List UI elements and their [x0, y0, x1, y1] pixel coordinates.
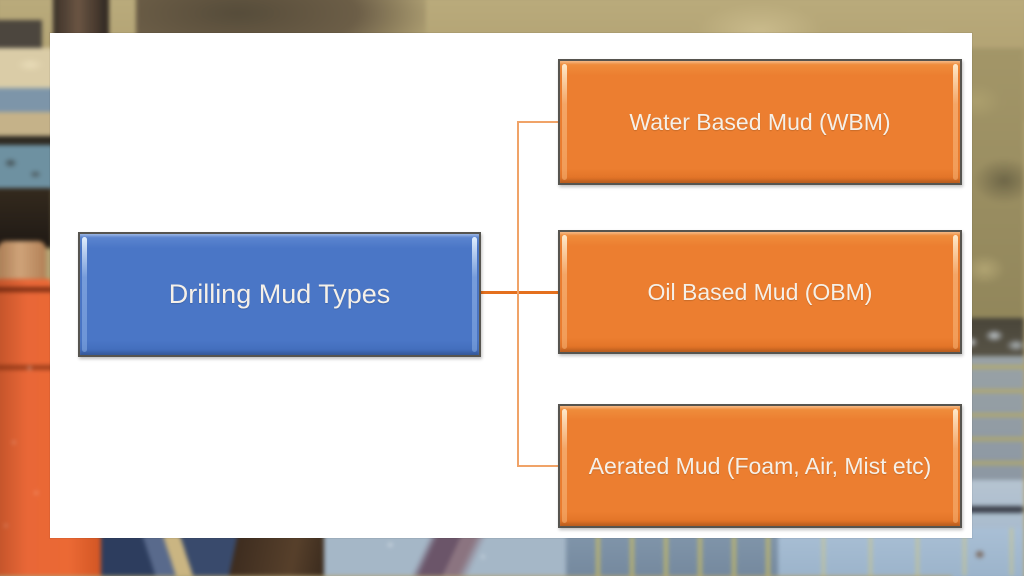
slide-card: Drilling Mud Types Water Based Mud (WBM)…: [50, 33, 972, 538]
connector-branch-top-line: [517, 121, 558, 123]
node-oil-based-mud: Oil Based Mud (OBM): [558, 230, 962, 354]
node-child-label: Water Based Mud (WBM): [629, 108, 891, 135]
node-drilling-mud-types: Drilling Mud Types: [78, 232, 481, 357]
bg-panel-shadow-line: [952, 506, 1024, 513]
bg-teal-beam: [0, 145, 54, 190]
connector-trunk-line: [517, 122, 519, 467]
node-aerated-mud: Aerated Mud (Foam, Air, Mist etc): [558, 404, 962, 528]
bg-plank-tan: [0, 112, 56, 138]
bg-plank-cream: [0, 48, 56, 90]
connector-branch-bottom-line: [517, 465, 558, 467]
bg-pipe-collar: [0, 241, 46, 285]
node-child-label: Aerated Mud (Foam, Air, Mist etc): [588, 452, 932, 479]
bg-plank-shadow: [0, 136, 56, 147]
bg-shadow-gap: [0, 188, 52, 248]
node-root-label: Drilling Mud Types: [168, 279, 391, 309]
node-water-based-mud: Water Based Mud (WBM): [558, 59, 962, 185]
bg-plank-blue: [0, 88, 56, 114]
connector-root-line: [481, 291, 558, 294]
node-child-label: Oil Based Mud (OBM): [647, 278, 873, 305]
